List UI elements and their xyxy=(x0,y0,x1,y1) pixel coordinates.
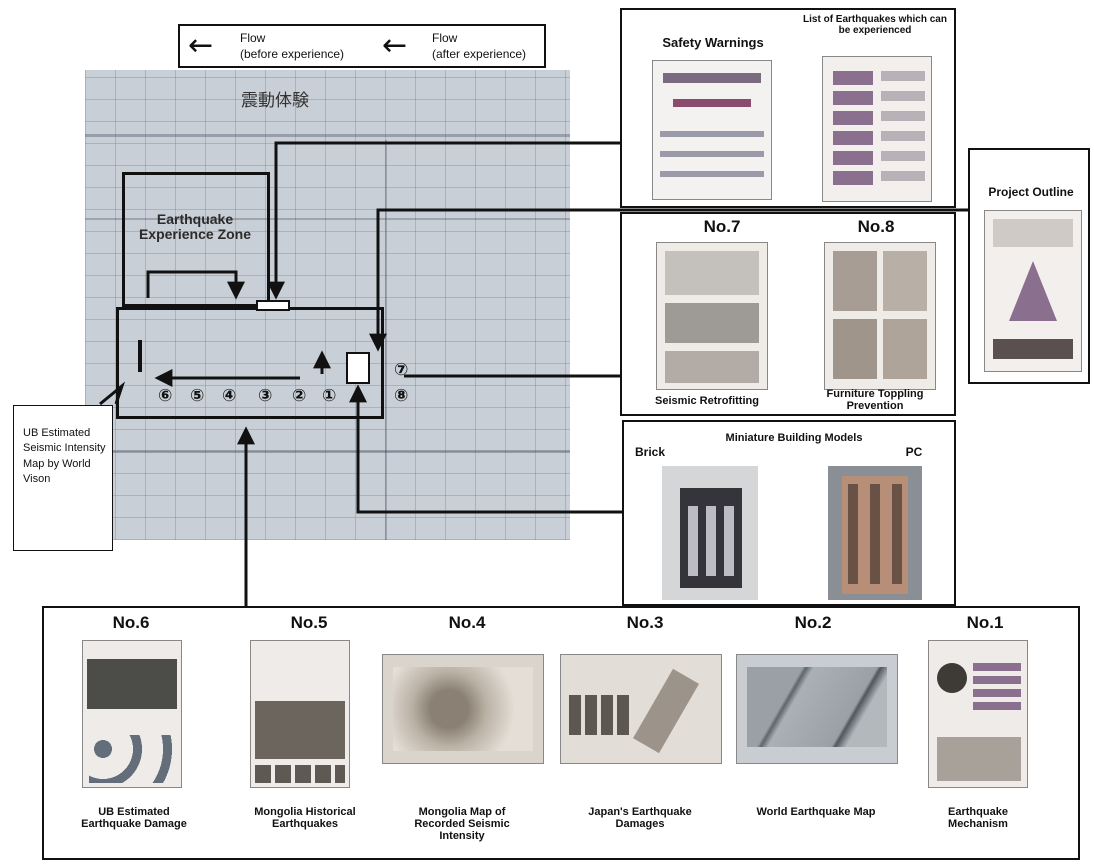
safety-connector xyxy=(276,143,620,296)
poster-8-image xyxy=(824,242,936,390)
poster-5-number: No.5 xyxy=(274,614,344,633)
poster-7-caption: Seismic Retrofitting xyxy=(632,395,782,407)
models-panel: Miniature Building Models Brick PC xyxy=(622,420,956,606)
poster-1-image xyxy=(928,640,1028,788)
models-title: Miniature Building Models xyxy=(684,432,904,444)
poster-5-caption: Mongolia Historical Earthquakes xyxy=(240,806,370,830)
list-title: List of Earthquakes which can be experie… xyxy=(800,14,950,36)
poster-1-number: No.1 xyxy=(950,614,1020,633)
poster-8-caption: Furniture Toppling Prevention xyxy=(800,388,950,412)
brick-model-image xyxy=(662,466,758,600)
poster-4-caption: Mongolia Map of Recorded Seismic Intensi… xyxy=(402,806,522,842)
safety-title: Safety Warnings xyxy=(630,36,796,50)
poster-8-number: No.8 xyxy=(836,218,916,237)
poster-7-number: No.7 xyxy=(682,218,762,237)
poster-2-caption: World Earthquake Map xyxy=(756,806,876,818)
side-note: UB Estimated Seismic Intensity Map by Wo… xyxy=(13,405,113,551)
poster-3-image xyxy=(560,654,722,764)
project-outline-poster xyxy=(984,210,1082,372)
safety-panel: Safety Warnings List of Earthquakes whic… xyxy=(620,8,956,208)
pc-model-image xyxy=(828,466,922,600)
project-outline-title: Project Outline xyxy=(970,186,1092,199)
poster-7-image xyxy=(656,242,768,390)
poster-4-number: No.4 xyxy=(432,614,502,633)
poster-3-caption: Japan's Earthquake Damages xyxy=(580,806,700,830)
models-left-label: Brick xyxy=(630,446,670,459)
models-right-label: PC xyxy=(894,446,934,459)
zone-flow-arrow xyxy=(148,272,236,298)
side-note-text: UB Estimated Seismic Intensity Map by Wo… xyxy=(23,426,109,488)
poster-3-number: No.3 xyxy=(610,614,680,633)
safety-poster xyxy=(652,60,772,200)
list-poster xyxy=(822,56,932,202)
project-outline-panel: Project Outline xyxy=(968,148,1090,384)
poster-6-number: No.6 xyxy=(96,614,166,633)
poster-4-image xyxy=(382,654,544,764)
poster-5-image xyxy=(250,640,350,788)
note-pointer xyxy=(100,386,122,404)
poster-1-caption: Earthquake Mechanism xyxy=(918,806,1038,830)
poster-6-image xyxy=(82,640,182,788)
poster-2-number: No.2 xyxy=(778,614,848,633)
poster-6-caption: UB Estimated Earthquake Damage xyxy=(74,806,194,830)
bottom-posters-panel: No.6 No.5 No.4 No.3 No.2 No.1 UB Estimat… xyxy=(42,606,1080,860)
poster-2-image xyxy=(736,654,898,764)
posters-7-8-panel: No.7 No.8 Seismic Retrofitting Furniture… xyxy=(620,212,956,416)
models-connector xyxy=(358,388,622,512)
